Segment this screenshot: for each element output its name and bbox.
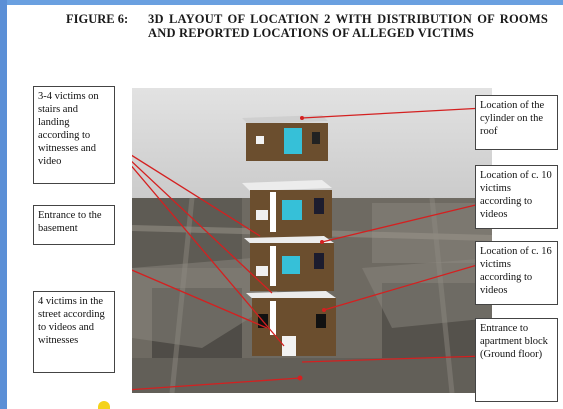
page-frame-top [0, 0, 563, 5]
page-frame-left [0, 0, 7, 409]
note-apartment-entrance: Entrance to apartment block (Ground floo… [475, 318, 558, 402]
ground-floor [246, 291, 336, 356]
note-cylinder-location: Location of the cylinder on the roof [475, 95, 558, 150]
page-corner-mark [98, 401, 110, 409]
note-ten-victims: Location of c. 10 victims according to v… [475, 165, 558, 229]
roof-door-window [284, 128, 302, 154]
note-basement-entrance: Entrance to the basement [33, 205, 115, 245]
entrance-door [282, 336, 296, 356]
note-stairs-victims: 3-4 victims on stairs and landing accord… [33, 86, 115, 184]
building-3d-figure [132, 88, 492, 393]
figure-label: FIGURE 6: [66, 12, 129, 26]
floor-2 [244, 236, 334, 291]
victim-markers [297, 116, 326, 381]
figure-title: 3D LAYOUT OF LOCATION 2 WITH DISTRIBUTIO… [148, 12, 548, 40]
note-sixteen-victims: Location of c. 16 victims according to v… [475, 241, 558, 305]
roof-block [242, 115, 328, 161]
annotation-arrows [132, 107, 485, 391]
note-street-victims: 4 victims in the street according to vid… [33, 291, 115, 373]
floor-3 [242, 180, 332, 238]
aerial-ground [132, 197, 492, 393]
